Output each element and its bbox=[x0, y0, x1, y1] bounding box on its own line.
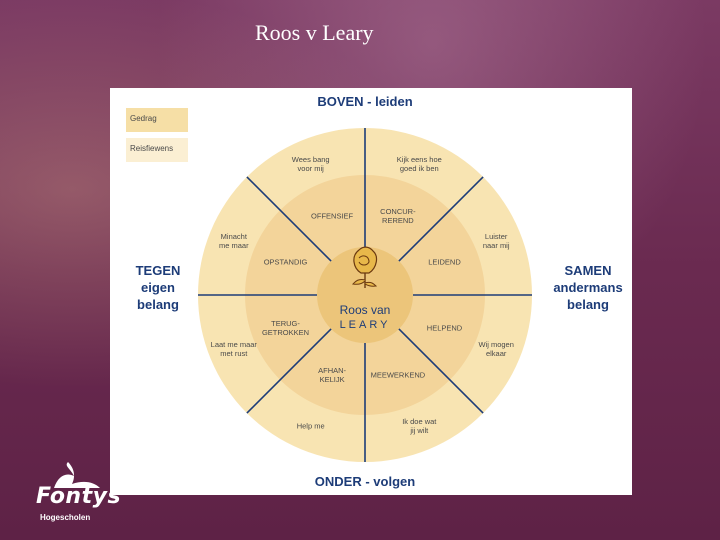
slide-title: Roos v Leary bbox=[255, 20, 374, 45]
center-title-line2: LEARY bbox=[340, 319, 391, 331]
direction-right-line1: SAMEN bbox=[564, 263, 612, 278]
direction-bottom: ONDER - volgen bbox=[314, 474, 416, 489]
segment-dividers bbox=[198, 128, 532, 462]
segment-divider-line bbox=[246, 328, 332, 414]
legend-reisfiewens: Reisfiewens bbox=[126, 138, 188, 162]
direction-left-line1: TEGEN bbox=[135, 263, 181, 278]
direction-right-line2: andermans bbox=[553, 280, 623, 295]
direction-left-line2: eigen bbox=[141, 280, 175, 295]
legend-gedrag: Gedrag bbox=[126, 108, 188, 132]
logo-wordmark: Fontys bbox=[36, 484, 122, 509]
direction-right: SAMEN andermans belang bbox=[545, 262, 631, 313]
inner-segment-label: TERUG-GETROKKEN bbox=[261, 318, 310, 337]
direction-top: BOVEN - leiden bbox=[317, 94, 413, 109]
inner-segment-label: HELPEND bbox=[426, 323, 463, 333]
inner-segment-label: OFFENSIEF bbox=[311, 211, 354, 220]
direction-right-line3: belang bbox=[567, 297, 609, 312]
direction-left-line3: belang bbox=[137, 297, 179, 312]
outer-segment-label: Help me bbox=[296, 421, 325, 431]
legend-reisfiewens-label: Reisfiewens bbox=[130, 144, 174, 153]
inner-segment-label: MEEWERKEND bbox=[370, 370, 426, 379]
rose-diagram: Roos van LEARY bbox=[198, 128, 532, 462]
legend-gedrag-label: Gedrag bbox=[130, 114, 157, 123]
fontys-logo: Fontys Hogescholen bbox=[30, 462, 130, 530]
rose-icon bbox=[351, 246, 378, 288]
leary-diagram-panel: Gedrag Reisfiewens Roos van LEARY BOVEN … bbox=[110, 88, 632, 495]
logo-subtitle: Hogescholen bbox=[40, 513, 91, 522]
inner-segment-label: AFHAN-KELIJK bbox=[318, 365, 347, 384]
center-title-line1: Roos van bbox=[340, 303, 391, 317]
direction-left: TEGEN eigen belang bbox=[120, 262, 196, 313]
inner-segment-label: OPSTANDIG bbox=[263, 257, 308, 267]
segment-divider-line bbox=[398, 176, 484, 262]
inner-segment-label: CONCUR-REREND bbox=[380, 206, 416, 225]
inner-segment-label: LEIDEND bbox=[428, 257, 461, 267]
segment-divider-line bbox=[246, 176, 332, 262]
swan-icon bbox=[54, 462, 100, 488]
center-circle bbox=[317, 247, 413, 343]
segment-divider-line bbox=[398, 328, 484, 414]
